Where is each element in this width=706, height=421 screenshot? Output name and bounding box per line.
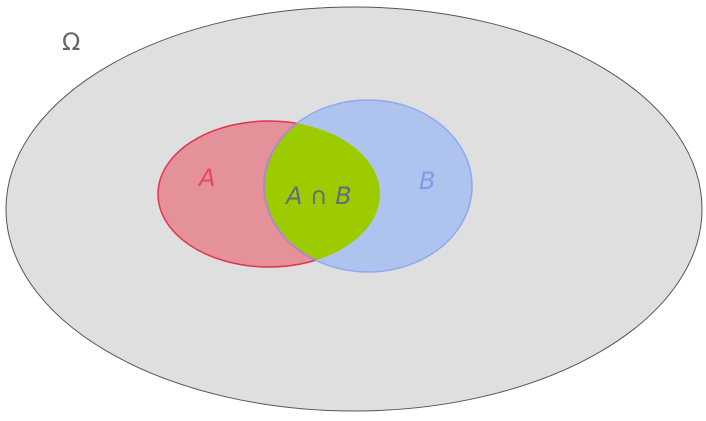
universe-label: Ω [62,28,80,56]
intersection-region [263,121,380,267]
set-a-label: A [197,164,215,192]
intersection-label: A ∩ B [284,182,352,210]
set-b-label: B [419,167,435,195]
